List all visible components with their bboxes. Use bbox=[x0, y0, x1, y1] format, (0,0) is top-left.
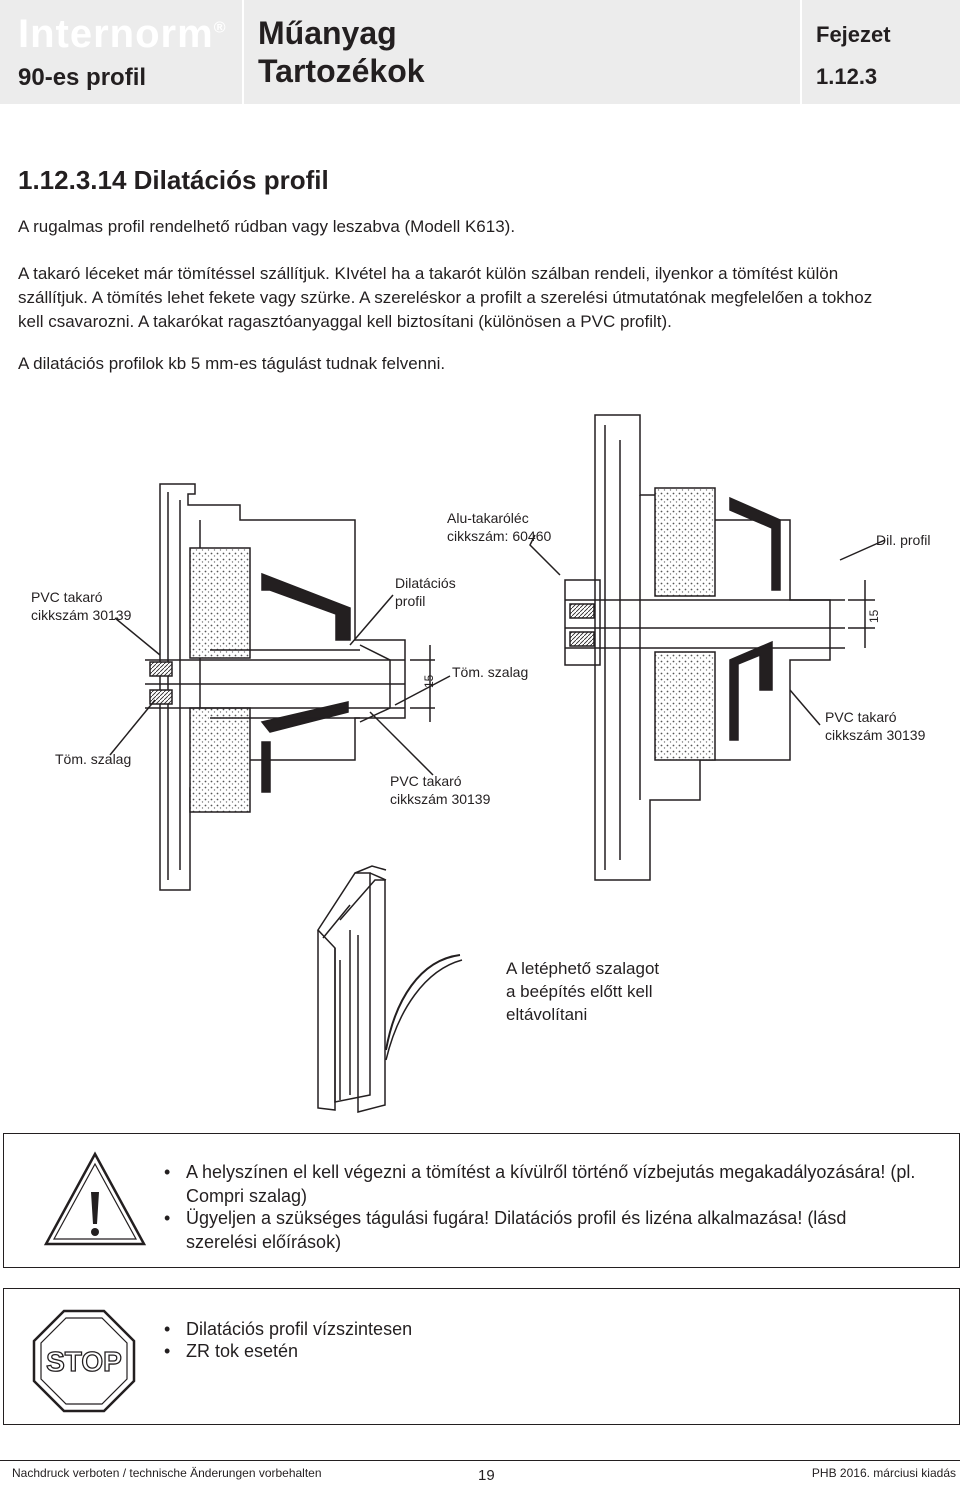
right-frame-section bbox=[564, 414, 845, 881]
stop-box: STOP •Dilatációs profil vízszintesen •ZR… bbox=[3, 1288, 960, 1425]
dimension-right-label: 15 bbox=[867, 609, 881, 623]
model-name: 90-es profil bbox=[18, 64, 147, 91]
header-brand-cell: Internorm® 90-es profil bbox=[0, 0, 240, 104]
stop-bullet-2: •ZR tok esetén bbox=[164, 1341, 299, 1361]
pvc-right-label-2: cikkszám 30139 bbox=[825, 727, 926, 743]
paragraph-expansion: A dilatációs profilok kb 5 mm-es tágulás… bbox=[18, 354, 446, 373]
leader-pvc-bottom bbox=[369, 711, 434, 776]
stop-bullet-1: •Dilatációs profil vízszintesen bbox=[164, 1319, 413, 1339]
warning-box: • A helyszínen el kell végezni a tömítés… bbox=[3, 1133, 960, 1268]
paragraph-model: A rugalmas profil rendelhető rúdban vagy… bbox=[18, 217, 516, 236]
header-chapter-cell: Fejezet 1.12.3 bbox=[800, 0, 960, 104]
tom-mid-label: Töm. szalag bbox=[452, 664, 528, 680]
strip-note-1: A letéphető szalagot bbox=[506, 959, 659, 978]
dilatacios-label-2: profil bbox=[395, 593, 425, 609]
pvc-bottom-label-2: cikkszám 30139 bbox=[390, 791, 491, 807]
leader-dil bbox=[839, 539, 886, 561]
footer-copyright: Nachdruck verboten / technische Änderung… bbox=[12, 1466, 322, 1480]
leader-dilatacios bbox=[349, 594, 394, 646]
footer-divider bbox=[0, 1460, 960, 1461]
stop-sign-text: STOP bbox=[46, 1346, 122, 1377]
chapter-number: 1.12.3 bbox=[816, 64, 878, 89]
dilatation-profile-drawing: Alu-takaróléc cikkszám: 60460 Dil. profi… bbox=[31, 414, 930, 1113]
footer-edition: PHB 2016. márciusi kiadás bbox=[811, 1466, 956, 1480]
paragraph-delivery: A takaró léceket már tömítéssel szállítj… bbox=[18, 264, 873, 331]
strip-note-3: eltávolítani bbox=[506, 1005, 587, 1024]
section-title: 1.12.3.14 Dilatációs profil bbox=[18, 165, 329, 195]
dimension-right bbox=[848, 580, 875, 648]
pvc-left-label-1: PVC takaró bbox=[31, 589, 103, 605]
dilatacios-label-1: Dilatációs bbox=[395, 575, 456, 591]
tom-left-label: Töm. szalag bbox=[55, 751, 131, 767]
pvc-left-label-2: cikkszám 30139 bbox=[31, 607, 132, 623]
stop-sign-icon: STOP bbox=[32, 1309, 136, 1413]
leader-tom-left bbox=[109, 699, 156, 756]
dil-profil-label: Dil. profil bbox=[876, 532, 930, 548]
dimension-mid bbox=[410, 645, 435, 722]
warning-bullet-1: • A helyszínen el kell végezni a tömítés… bbox=[164, 1162, 916, 1206]
warning-triangle-icon bbox=[43, 1151, 147, 1246]
leader-tom-mid bbox=[394, 675, 451, 706]
leader-pvc-right bbox=[789, 689, 821, 726]
dimension-mid-label: 15 bbox=[422, 674, 436, 688]
alu-label-1: Alu-takaróléc bbox=[447, 510, 529, 526]
leader-alu bbox=[529, 534, 561, 576]
page-number: 19 bbox=[478, 1467, 495, 1484]
brand-logo: Internorm® bbox=[18, 12, 227, 56]
pvc-right-label-1: PVC takaró bbox=[825, 709, 897, 725]
pvc-bottom-label-1: PVC takaró bbox=[390, 773, 462, 789]
warning-bullet-2: • Ügyeljen a szükséges tágulási fugára! … bbox=[164, 1208, 847, 1252]
left-frame-section bbox=[145, 483, 406, 891]
chapter-label: Fejezet bbox=[816, 22, 891, 47]
strip-note-2: a beépítés előtt kell bbox=[506, 982, 652, 1001]
leader-pvc-left bbox=[114, 617, 161, 656]
profile-strip-3d bbox=[317, 865, 463, 1113]
alu-label-2: cikkszám: 60460 bbox=[447, 528, 551, 544]
